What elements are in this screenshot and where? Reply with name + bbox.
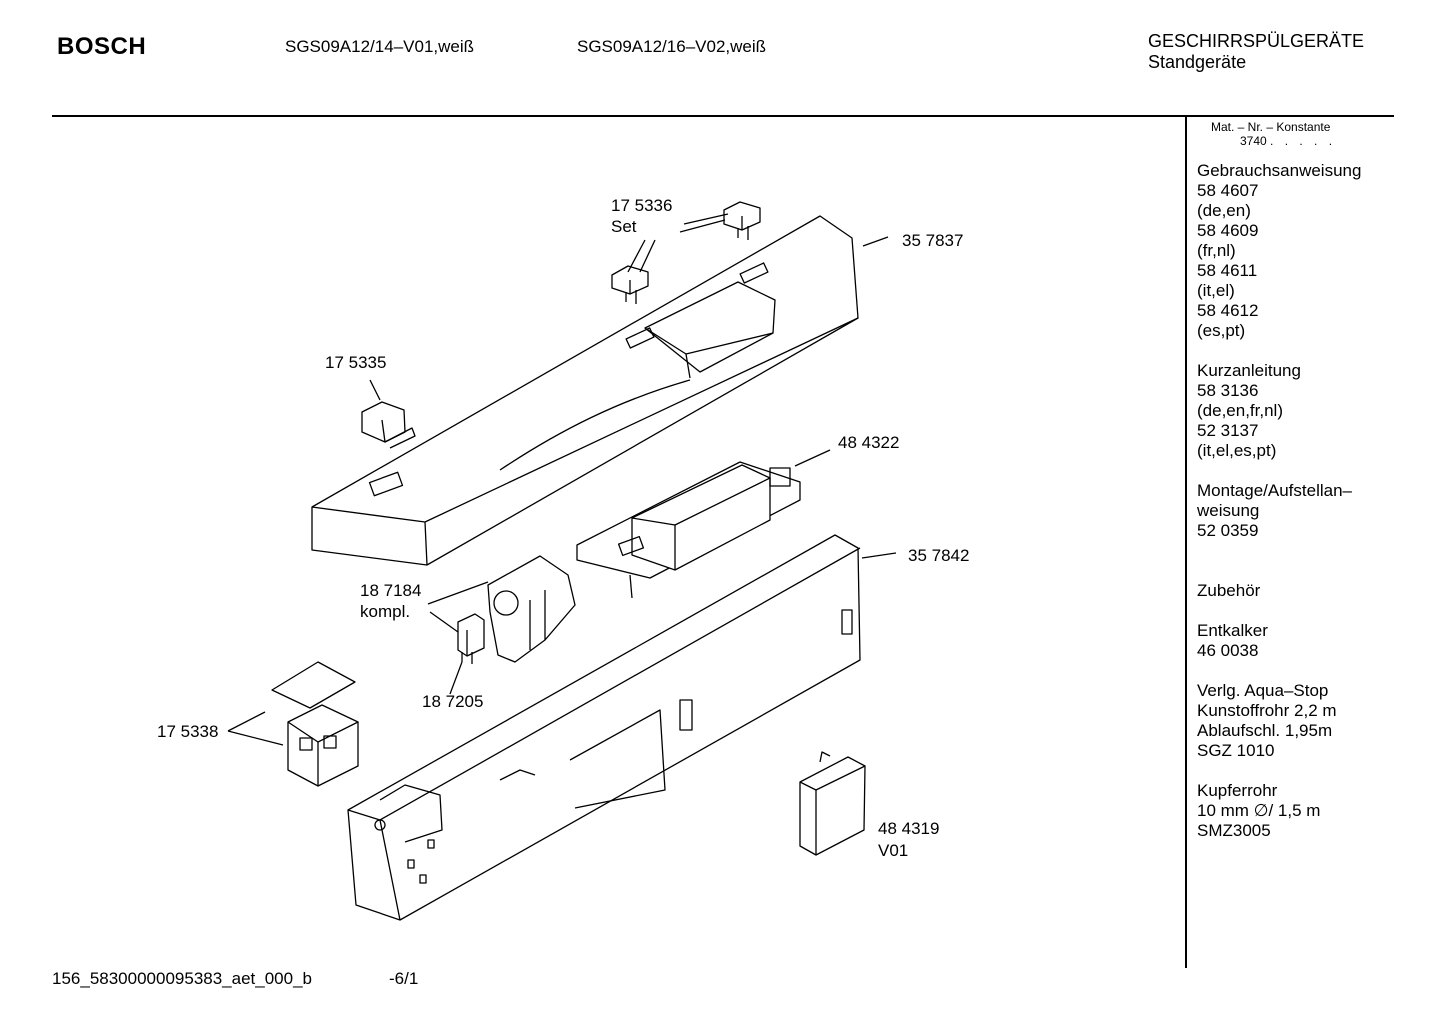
section-line: SGZ 1010 bbox=[1197, 741, 1275, 760]
material-value: 3740 bbox=[1240, 134, 1267, 148]
part-number: 18 7184 bbox=[360, 581, 421, 600]
control-panel-fascia bbox=[311, 215, 859, 566]
section-line: 52 0359 bbox=[1197, 521, 1259, 540]
section-heading: Verlg. Aqua–Stop bbox=[1197, 681, 1329, 700]
section-line: 58 4609 bbox=[1197, 221, 1259, 240]
section-heading: Kupferrohr bbox=[1197, 781, 1278, 800]
section-line: 46 0038 bbox=[1197, 641, 1259, 660]
section-line: 58 4611 bbox=[1197, 261, 1258, 280]
section-line: Zubehör bbox=[1197, 581, 1261, 600]
section-line: Ablaufschl. 1,95m bbox=[1197, 721, 1333, 740]
material-label: Mat. – Nr. – Konstante bbox=[1211, 120, 1331, 134]
section-line: 52 3137 bbox=[1197, 421, 1259, 440]
section-line: 10 mm ∅/ 1,5 m bbox=[1197, 801, 1321, 820]
section-line: (fr,nl) bbox=[1197, 241, 1236, 260]
section-line: 58 4612 bbox=[1197, 301, 1259, 320]
section-line: (de,en,fr,nl) bbox=[1197, 401, 1283, 420]
button-set-upper bbox=[723, 201, 761, 240]
part-note: V01 bbox=[878, 841, 908, 860]
leader-lines bbox=[227, 213, 897, 746]
category-block: GESCHIRRSPÜLGERÄTE Standgeräte bbox=[1148, 31, 1364, 73]
part-labels: 17 5336 Set 35 7837 17 5335 48 4322 35 7… bbox=[157, 196, 969, 860]
material-constant: Mat. – Nr. – Konstante 3740 . . . . . bbox=[1211, 120, 1336, 148]
main-switch bbox=[271, 661, 359, 787]
part-number: 17 5338 bbox=[157, 722, 218, 741]
model-number-1: SGS09A12/14–V01,weiß bbox=[285, 37, 475, 56]
button-cap bbox=[361, 401, 416, 449]
section-heading: Gebrauchsanweisung bbox=[1197, 161, 1362, 180]
small-module bbox=[799, 751, 866, 856]
part-number: 48 4322 bbox=[838, 433, 899, 452]
part-number: 17 5336 bbox=[611, 196, 672, 215]
electronic-module bbox=[576, 461, 801, 599]
brand-logo: BOSCH bbox=[57, 33, 147, 60]
category-subtitle: Standgeräte bbox=[1148, 52, 1247, 72]
part-number: 48 4319 bbox=[878, 819, 939, 838]
part-number: 35 7837 bbox=[902, 231, 963, 250]
model-number-2: SGS09A12/16–V02,weiß bbox=[577, 37, 767, 56]
section-line: weisung bbox=[1197, 501, 1260, 520]
part-note: Set bbox=[611, 217, 637, 236]
section-line: (it,el) bbox=[1197, 281, 1235, 300]
section-line: 58 3136 bbox=[1197, 381, 1259, 400]
button-set-lower bbox=[611, 265, 649, 304]
section-line: SMZ3005 bbox=[1197, 821, 1271, 840]
page-number: -6/1 bbox=[389, 969, 419, 988]
section-line: 58 4607 bbox=[1197, 181, 1259, 200]
door-lock bbox=[487, 555, 576, 663]
section-line: (de,en) bbox=[1197, 201, 1251, 220]
material-dots: . . . . . bbox=[1270, 134, 1337, 148]
section-heading: Kurzanleitung bbox=[1197, 361, 1301, 380]
part-number: 35 7842 bbox=[908, 546, 969, 565]
control-carrier-frame bbox=[347, 534, 861, 921]
header-divider bbox=[52, 115, 1394, 117]
document-id: 156_58300000095383_aet_000_b bbox=[52, 969, 312, 988]
part-note: kompl. bbox=[360, 602, 410, 621]
section-heading: Montage/Aufstellan– bbox=[1197, 481, 1352, 500]
side-divider bbox=[1185, 116, 1187, 968]
microswitch bbox=[457, 613, 485, 664]
section-heading: Entkalker bbox=[1197, 621, 1268, 640]
section-line: Kunstoffrohr 2,2 m bbox=[1197, 701, 1337, 720]
part-number: 17 5335 bbox=[325, 353, 386, 372]
category-title: GESCHIRRSPÜLGERÄTE bbox=[1148, 31, 1365, 51]
section-line: (it,el,es,pt) bbox=[1197, 441, 1277, 460]
material-value-row: 3740 . . . . . bbox=[1211, 134, 1336, 148]
part-number: 18 7205 bbox=[422, 692, 483, 711]
section-line: (es,pt) bbox=[1197, 321, 1246, 340]
